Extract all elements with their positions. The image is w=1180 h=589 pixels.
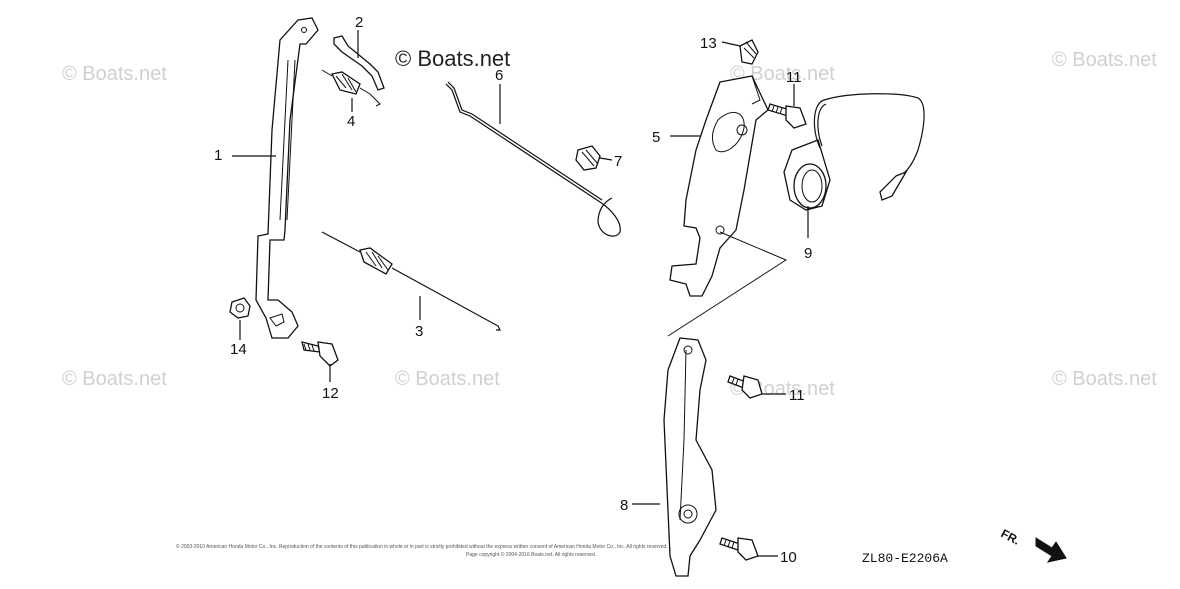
- part-10-bolt: [719, 537, 759, 561]
- watermark: © Boats.net: [730, 63, 835, 85]
- watermark: © Boats.net: [1052, 49, 1157, 71]
- front-direction-arrow-icon: FR.: [999, 526, 1067, 563]
- watermark: © Boats.net: [1052, 368, 1157, 390]
- callout-11-lower: 11: [789, 387, 805, 404]
- part-1-lever: [255, 17, 319, 339]
- part-3-spring-rod: [321, 231, 501, 331]
- part-13-clip: [739, 39, 759, 65]
- watermark: © Boats.net: [395, 368, 500, 390]
- watermark-layer: © Boats.net © Boats.net © Boats.net © Bo…: [62, 46, 1157, 400]
- copyright-line-1: © 2003-2010 American Honda Motor Co., In…: [176, 543, 668, 550]
- callout-6: 6: [495, 67, 503, 84]
- copyright: © 2003-2010 American Honda Motor Co., In…: [176, 543, 668, 558]
- callout-7: 7: [614, 153, 622, 170]
- part-9-switch: [783, 93, 925, 211]
- callout-3: 3: [415, 323, 423, 340]
- callout-5: 5: [652, 129, 660, 146]
- callout-2: 2: [355, 14, 363, 31]
- callout-14: 14: [230, 341, 247, 358]
- fr-label: FR.: [999, 526, 1023, 547]
- callout-8: 8: [620, 497, 628, 514]
- callout-1: 1: [214, 147, 222, 164]
- part-4-spring: [321, 69, 381, 107]
- copyright-line-2: Page copyright © 2004-2016 Boats.net. Al…: [466, 551, 596, 558]
- callout-11-upper: 11: [786, 69, 802, 86]
- part-6-rod: [445, 81, 621, 237]
- part-2-hook: [333, 35, 385, 91]
- diagram-code: ZL80-E2206A: [862, 551, 948, 566]
- callout-13: 13: [700, 35, 717, 52]
- watermark-main: © Boats.net: [395, 46, 510, 71]
- callout-4: 4: [347, 113, 355, 130]
- leader-lines: [232, 30, 809, 557]
- part-8-lever: [663, 337, 717, 577]
- part-11-bolt-upper: [767, 103, 807, 129]
- watermark: © Boats.net: [62, 368, 167, 390]
- part-5-bracket: [669, 75, 769, 297]
- callout-12: 12: [322, 385, 339, 402]
- callout-labels: 1 2 3 4 5 6 7 8 9 10 11 11 12 13 14: [214, 14, 812, 566]
- callout-9: 9: [804, 245, 812, 262]
- callout-10: 10: [780, 549, 797, 566]
- watermark: © Boats.net: [62, 63, 167, 85]
- part-12-bolt: [301, 341, 339, 367]
- part-11-bolt-lower: [727, 375, 763, 399]
- part-7-nut: [575, 145, 601, 171]
- assembly-lines: [667, 231, 788, 337]
- part-14-nut: [229, 297, 251, 319]
